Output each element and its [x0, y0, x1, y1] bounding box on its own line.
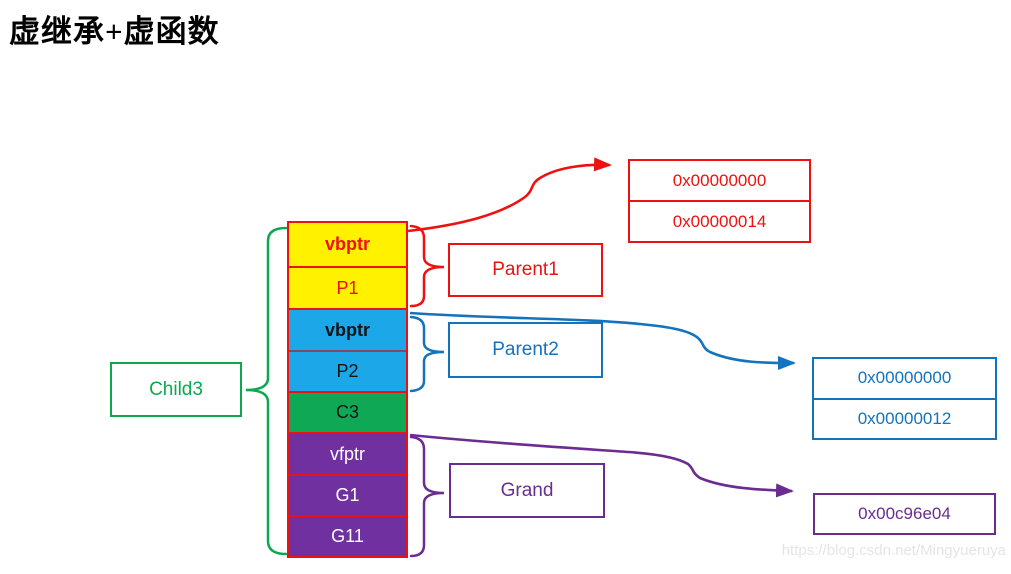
- stack-row-vbptr-parent1: vbptr: [289, 223, 406, 268]
- stack-row-c3: C3: [289, 393, 406, 434]
- vbtable-parent2-offset-1: 0x00000012: [857, 408, 952, 428]
- parent2-label: Parent2: [492, 339, 559, 360]
- memory-layout-stack: vbptr P1 vbptr P2 C3 vfptr G1 G11: [287, 221, 408, 558]
- grand-box: Grand: [449, 463, 605, 518]
- parent2-brace: [409, 315, 445, 393]
- stack-row-p2: P2: [289, 352, 406, 393]
- parent1-brace: [409, 224, 445, 308]
- stack-row-g1: G1: [289, 476, 406, 517]
- child3-label: Child3: [149, 378, 203, 400]
- vftable-grand: 0x00c96e04: [813, 493, 996, 535]
- child3-brace: [245, 226, 288, 556]
- grand-label: Grand: [500, 479, 554, 501]
- child3-box: Child3: [110, 362, 242, 417]
- parent1-box: Parent1: [448, 243, 603, 297]
- vftable-grand-address: 0x00c96e04: [858, 504, 951, 523]
- stack-row-p1: P1: [289, 268, 406, 310]
- stack-row-vfptr: vfptr: [289, 434, 406, 476]
- vbtable-parent2: 0x00000000 0x00000012: [812, 357, 997, 440]
- vbtable-parent1: 0x00000000 0x00000014: [628, 159, 811, 243]
- parent2-box: Parent2: [448, 322, 603, 378]
- parent1-label: Parent1: [492, 259, 559, 280]
- stack-row-vbptr-parent2: vbptr: [289, 310, 406, 352]
- page-title: 虚继承+虚函数: [9, 14, 220, 49]
- stack-row-g11: G11: [289, 517, 406, 556]
- grand-brace: [409, 435, 445, 558]
- vbtable-parent1-offset-1: 0x00000014: [672, 211, 767, 231]
- vbtable-parent1-offset-0: 0x00000000: [630, 161, 809, 202]
- vbtable-parent2-offset-0: 0x00000000: [814, 359, 995, 400]
- watermark: https://blog.csdn.net/Mingyueruya: [781, 542, 1006, 559]
- parent1-vbptr-arrow: [407, 157, 612, 233]
